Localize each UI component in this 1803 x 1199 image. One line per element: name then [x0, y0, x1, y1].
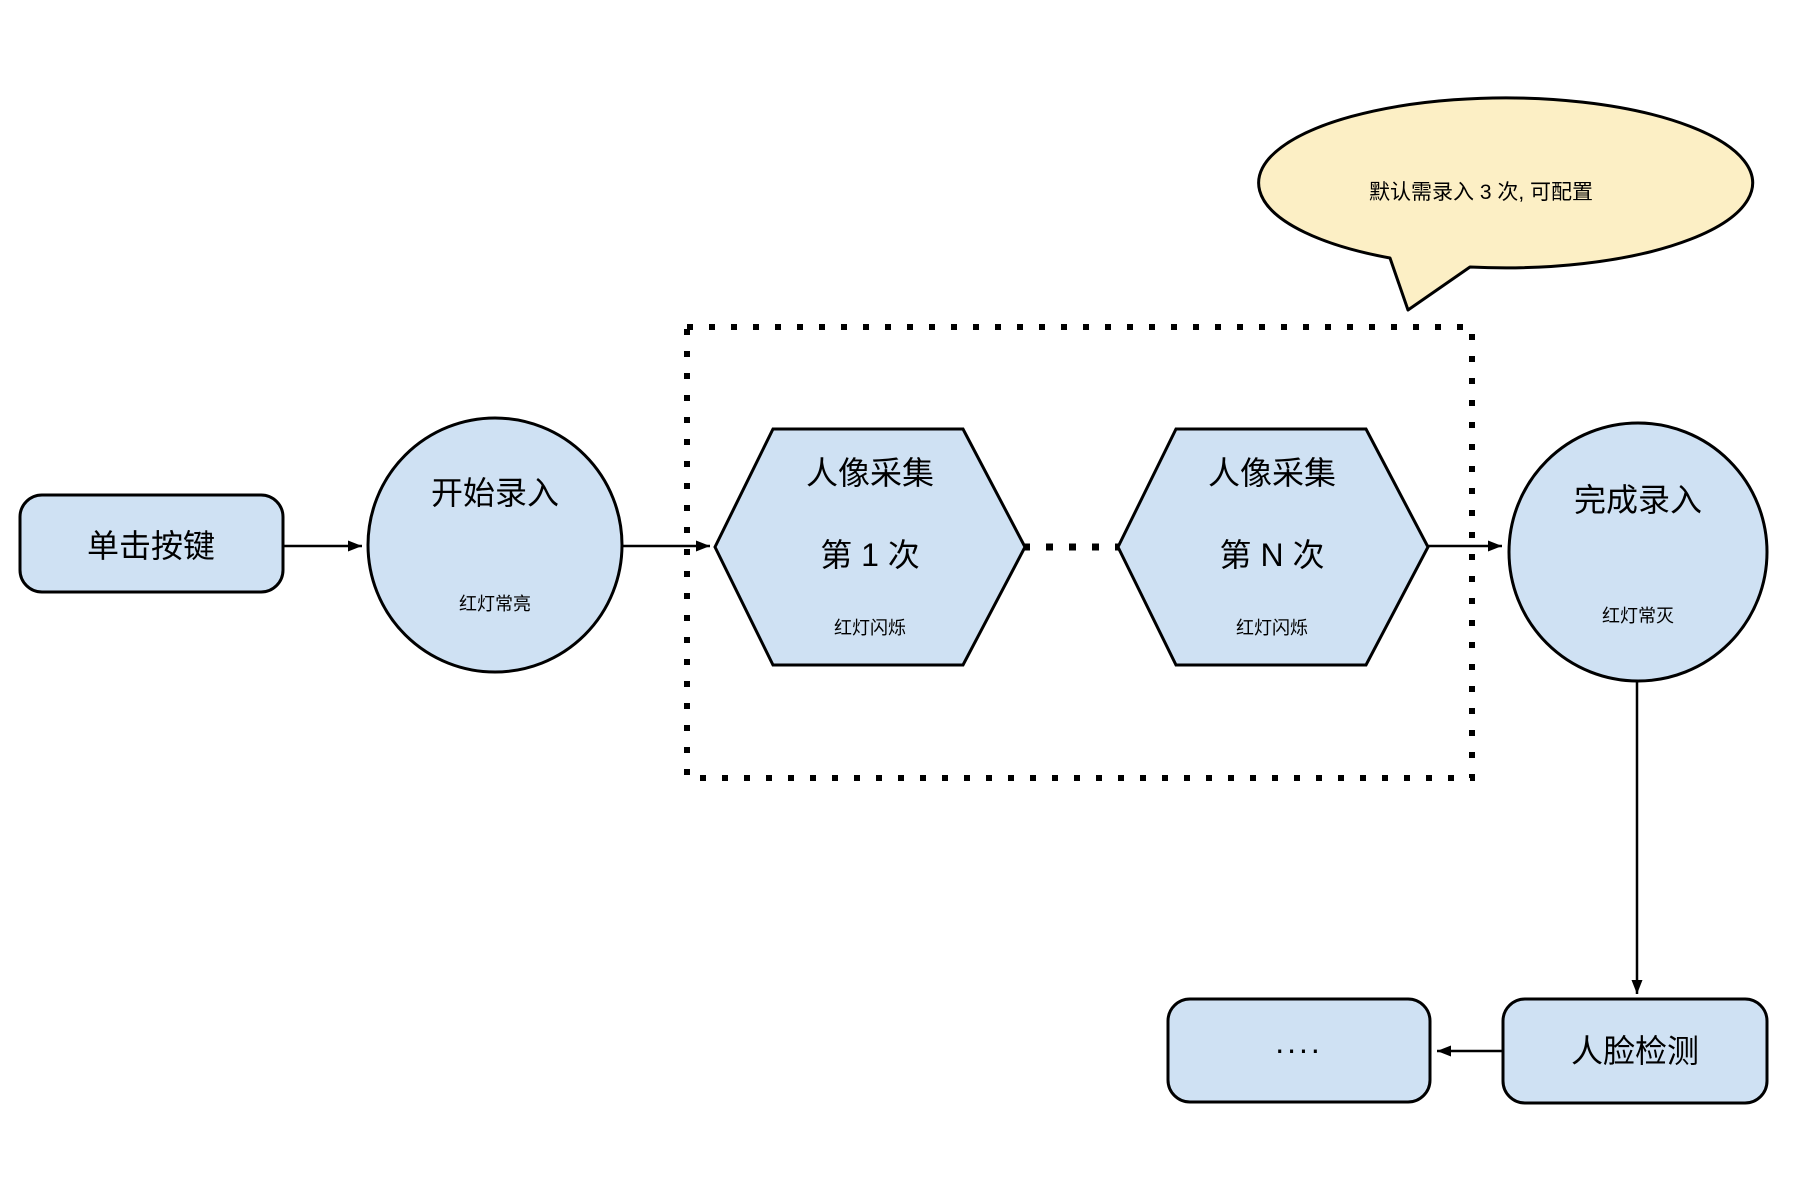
- node-start-enroll: 开始录入 红灯常亮: [366, 416, 624, 674]
- click-button-label: 单击按键: [87, 528, 215, 564]
- finish-enroll-label: 完成录入: [1574, 482, 1702, 518]
- capture-nth-title: 人像采集: [1208, 455, 1336, 491]
- capture-first-shape: [713, 427, 1027, 667]
- start-enroll-label: 开始录入: [431, 475, 559, 511]
- node-finish-enroll: 完成录入 红灯常灭: [1507, 421, 1769, 683]
- more-steps-shape: [1166, 997, 1432, 1104]
- capture-loop-frame: [684, 324, 1475, 781]
- capture-nth-status: 红灯闪烁: [1236, 618, 1308, 638]
- callout-text: 默认需录入 3 次, 可配置: [1369, 181, 1593, 204]
- capture-first-subtitle: 第 1 次: [820, 537, 920, 573]
- callout-bubble: 默认需录入 3 次, 可配置: [1257, 96, 1755, 312]
- node-face-detection: 人脸检测: [1501, 997, 1769, 1105]
- capture-first-title: 人像采集: [806, 455, 934, 491]
- callout-bubble-shape: [1257, 96, 1755, 312]
- start-enroll-status: 红灯常亮: [459, 594, 531, 614]
- node-capture-nth: 人像采集 第 N 次 红灯闪烁: [1116, 427, 1430, 667]
- node-click-button: 单击按键: [18, 493, 285, 594]
- start-enroll-shape: [366, 416, 624, 674]
- finish-enroll-status: 红灯常灭: [1602, 606, 1674, 626]
- face-detection-shape: [1501, 997, 1769, 1105]
- capture-nth-shape: [1116, 427, 1430, 667]
- node-more-steps: ....: [1166, 997, 1432, 1104]
- node-capture-first: 人像采集 第 1 次 红灯闪烁: [713, 427, 1027, 667]
- face-detection-label: 人脸检测: [1571, 1033, 1699, 1069]
- finish-enroll-shape: [1507, 421, 1769, 683]
- capture-nth-subtitle: 第 N 次: [1220, 537, 1325, 573]
- capture-first-status: 红灯闪烁: [834, 618, 906, 638]
- more-steps-label: ....: [1275, 1024, 1323, 1060]
- click-button-shape: [18, 493, 285, 594]
